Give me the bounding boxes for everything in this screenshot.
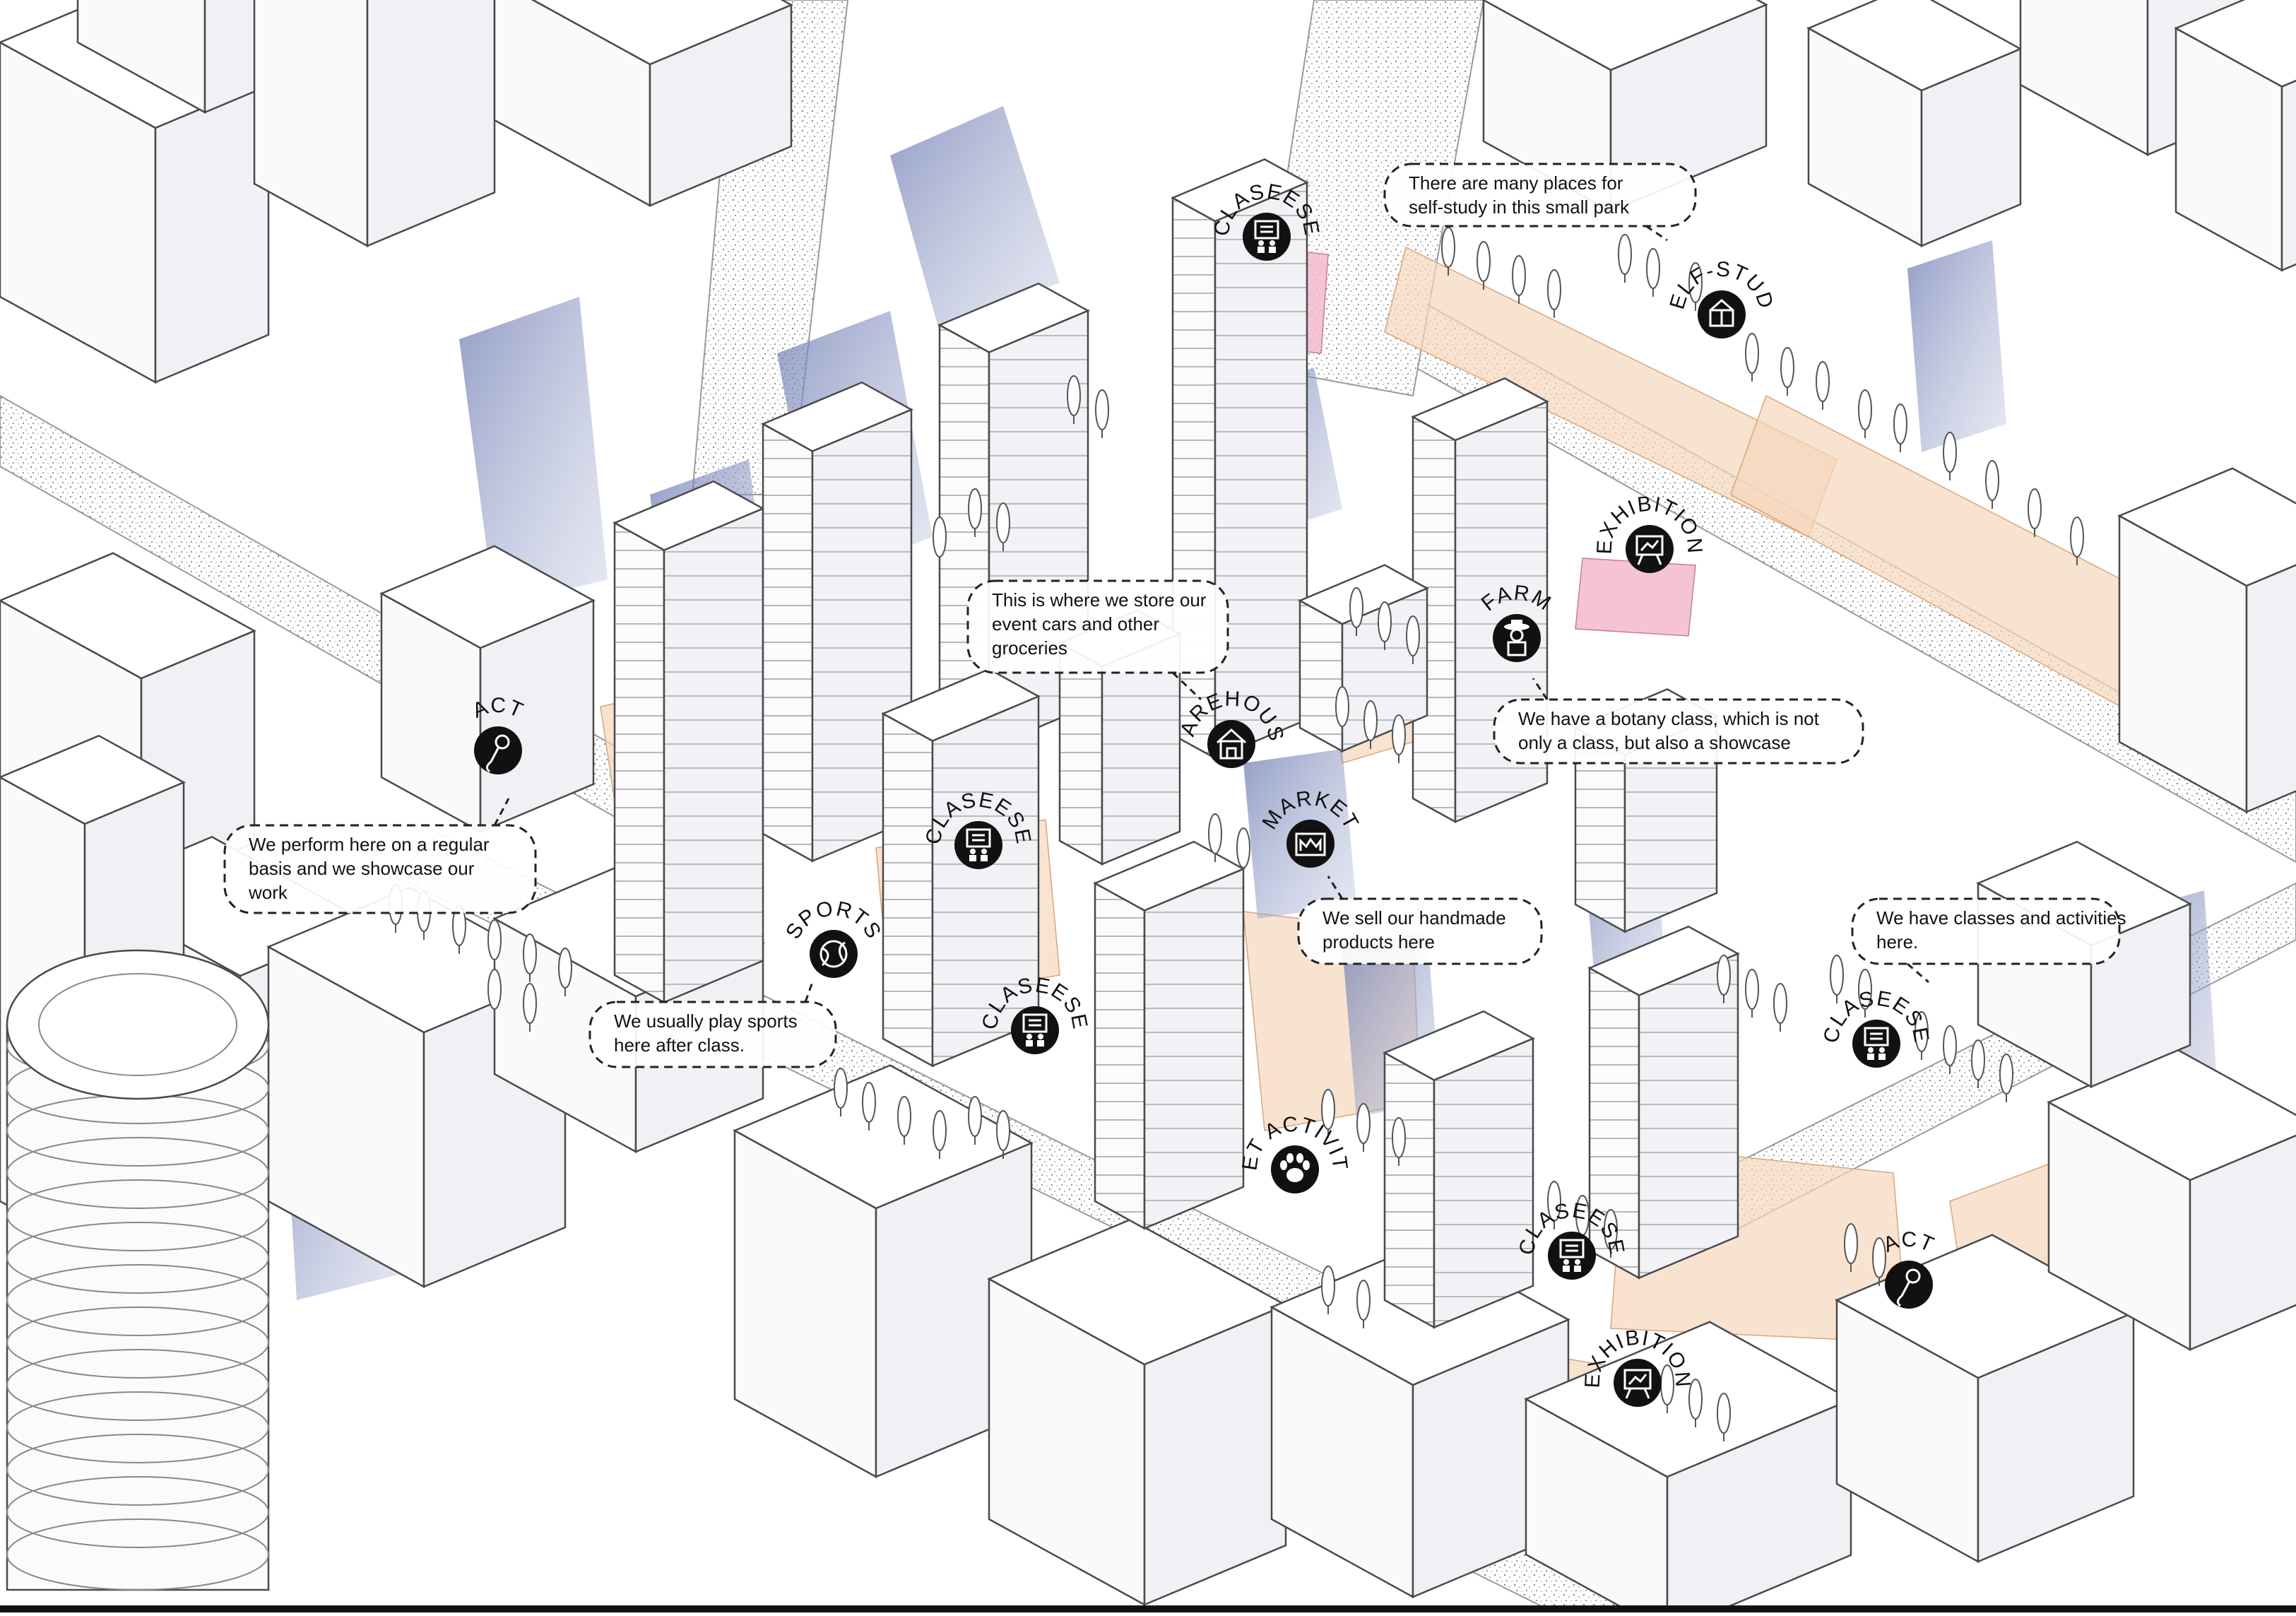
context-block-13: [735, 1066, 1031, 1477]
marker-disc: [1243, 213, 1291, 261]
callout-botany: We have a botany class, which is not only…: [1494, 678, 1863, 763]
frame-edge: [0, 1605, 2296, 1612]
tower-12: [1300, 565, 1427, 751]
context-block-3: [254, 0, 495, 246]
callout-line: self-study in this small park: [1409, 196, 1630, 218]
pink-zone-2: [1575, 558, 1696, 636]
cast-shadow-9: [1907, 240, 2006, 452]
marker-disc: [1207, 720, 1255, 768]
marker-disc: [810, 930, 858, 978]
marker-disc: [1286, 820, 1335, 868]
callout-line: groceries: [992, 637, 1067, 659]
marker-disc: [1626, 525, 1674, 573]
marker-disc: [1614, 1359, 1662, 1407]
tree-22: [1774, 984, 1787, 1032]
callout-line: We sell our handmade: [1322, 907, 1506, 928]
tree-40: [1894, 404, 1907, 452]
tree-28: [2000, 1054, 2013, 1102]
marker-sports: SPORTS: [781, 897, 886, 978]
callout-line: We perform here on a regular: [249, 834, 490, 855]
callout-line: here after class.: [614, 1034, 745, 1056]
callout-line: event cars and other: [992, 613, 1159, 635]
marker-label: ACT: [1880, 1228, 1938, 1257]
context-block-22: [381, 546, 593, 832]
context-block-6: [1809, 0, 2020, 246]
callout-line: We have classes and activities: [1876, 907, 2126, 928]
callout-line: here.: [1876, 931, 1918, 953]
tree-38: [1816, 362, 1829, 410]
tower-8: [1385, 1011, 1533, 1327]
tree-33: [1619, 235, 1631, 283]
tree-23: [1830, 955, 1843, 1003]
callout-line: We have a botany class, which is not: [1518, 708, 1820, 729]
callout-line: only a class, but also a showcase: [1518, 732, 1791, 753]
tower-7: [1095, 842, 1243, 1228]
tree-31: [1513, 256, 1525, 304]
tree-34: [1647, 249, 1659, 297]
round-tower: [7, 950, 268, 1590]
callout-line: This is where we store our: [992, 589, 1207, 611]
marker-disc: [1548, 1232, 1596, 1280]
marker-disc: [1852, 1020, 1900, 1068]
callout-line: basis and we showcase our: [249, 858, 475, 879]
tree-37: [1781, 348, 1794, 396]
context-block-8: [2176, 0, 2296, 270]
tree-32: [1548, 270, 1561, 318]
tree-36: [1746, 334, 1758, 382]
tower-1: [615, 481, 763, 1002]
tree-39: [1859, 390, 1871, 438]
callout-line: There are many places for: [1409, 172, 1623, 194]
tree-30: [1477, 242, 1490, 290]
callout-line: We usually play sports: [614, 1010, 798, 1032]
tree-43: [2028, 489, 2041, 537]
callout-line: products here: [1322, 931, 1435, 953]
tree-50: [1392, 715, 1405, 763]
tree-41: [1943, 432, 1956, 480]
callout-line: work: [248, 882, 288, 903]
marker-disc: [1011, 1006, 1059, 1054]
tower-6: [883, 669, 1038, 1066]
tree-57: [1096, 390, 1108, 438]
marker-disc: [954, 821, 1002, 869]
tree-42: [1986, 461, 1999, 509]
tree-16: [1357, 1104, 1370, 1152]
tree-21: [1746, 969, 1758, 1018]
